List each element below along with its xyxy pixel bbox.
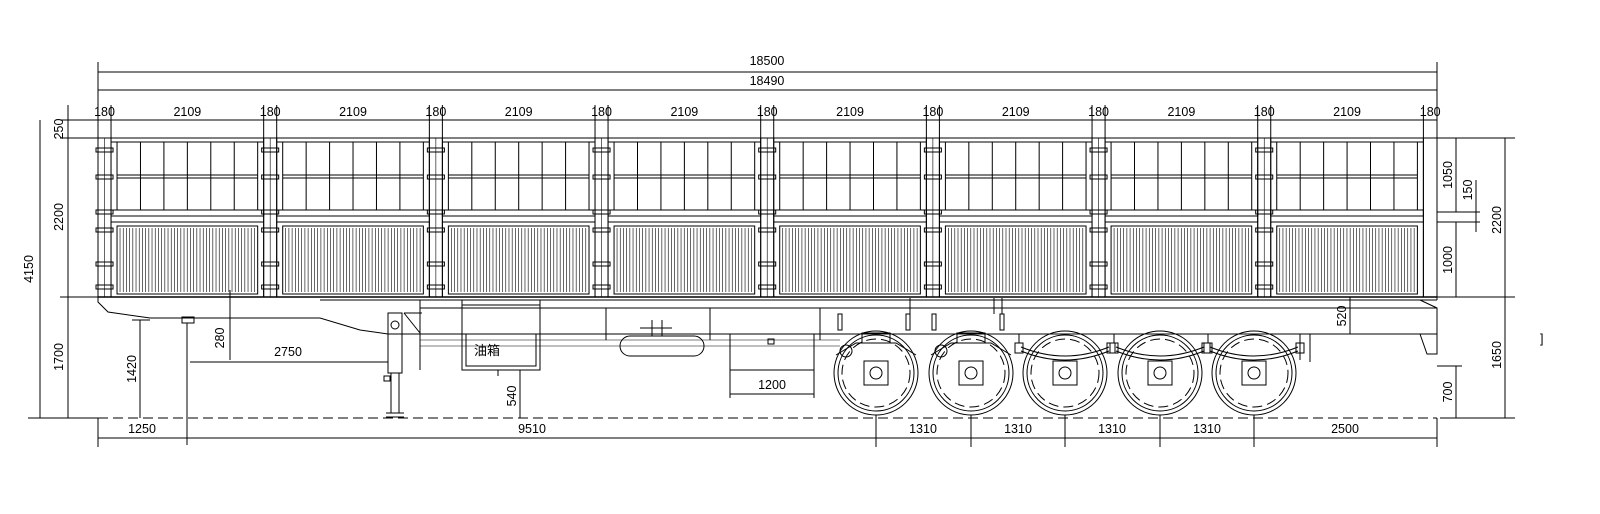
post-width-label: 180 — [757, 105, 778, 119]
wheel — [928, 330, 1014, 447]
wheel-set — [833, 330, 1305, 447]
body-height-right-label: 2200 — [1490, 206, 1504, 234]
fuel-tank: 油箱 — [461, 299, 541, 376]
post-width-label: 180 — [1420, 105, 1441, 119]
rear-bumper — [1419, 299, 1438, 355]
lower-panel-height-label: 1000 — [1441, 246, 1455, 274]
chassis-depth-label: 520 — [1335, 306, 1349, 327]
landing-leg-upper — [387, 312, 403, 374]
fence-post — [923, 137, 942, 298]
post-width-label: 180 — [922, 105, 943, 119]
fence-panels — [110, 137, 1424, 298]
toolbox-latch — [767, 338, 775, 345]
landing-leg-lower — [390, 372, 400, 414]
fuel-tank-frame — [461, 299, 541, 371]
upper-grid-height-label: 1050 — [1441, 161, 1455, 189]
post-width-label: 180 — [1254, 105, 1275, 119]
deck-height-label: 1650 — [1490, 341, 1504, 369]
wheel — [1203, 330, 1305, 447]
fence-post — [758, 137, 777, 298]
axle-spacing-label-1: 1310 — [909, 422, 937, 436]
post-width-label: 180 — [260, 105, 281, 119]
fence-post — [1255, 137, 1274, 298]
post-width-label: 180 — [94, 105, 115, 119]
left-dimensions: 4150 250 2200 1700 1420 280 2750 540 120… — [22, 105, 815, 419]
panel-width-label: 2109 — [505, 105, 533, 119]
edge-mark: ] — [1540, 332, 1543, 346]
fence-post — [426, 137, 445, 298]
toolbox-body — [729, 333, 815, 371]
panel-dimension-labels: 180 2109 180 2109 180 2109 180 2109 180 2109 180 21… — [94, 105, 1441, 119]
fence-panel — [110, 137, 265, 298]
fence-panel — [938, 137, 1093, 298]
panel-width-label: 2109 — [836, 105, 864, 119]
fence-post — [1089, 137, 1108, 298]
overall-length-label: 18500 — [750, 54, 785, 68]
panel-width-label: 2109 — [670, 105, 698, 119]
fence-post — [261, 137, 280, 298]
panel-width-label: 2109 — [1333, 105, 1361, 119]
fence-post — [95, 137, 114, 298]
fence-panel — [276, 137, 430, 298]
wheel — [1014, 330, 1116, 447]
gooseneck-profile — [97, 297, 389, 335]
wheel — [1109, 330, 1211, 447]
toolbox-width-label: 1200 — [758, 378, 786, 392]
panel-width-label: 2109 — [1167, 105, 1195, 119]
body-height-label: 2200 — [52, 203, 66, 231]
axle-hangers — [837, 298, 1005, 331]
kingpin-height-label: 1420 — [125, 355, 139, 383]
lower-height-label: 1700 — [52, 343, 66, 371]
fence-panel — [607, 137, 762, 298]
fence-panel — [773, 137, 927, 298]
fence-panel — [441, 137, 596, 298]
overall-height-label: 4150 — [22, 255, 36, 283]
fence-post — [1422, 137, 1438, 298]
panel-width-label: 2109 — [339, 105, 367, 119]
right-dimensions: 1050 150 1000 2200 520 1650 700 ] — [1335, 137, 1543, 419]
bottom-dimensions: 1250 9510 1310 1310 1310 1310 2500 — [97, 418, 1438, 447]
landing-gear — [383, 312, 422, 418]
rear-overhang-label: 2500 — [1331, 422, 1359, 436]
gooseneck-length-label: 2750 — [274, 345, 302, 359]
front-overhang-label: 1250 — [128, 422, 156, 436]
kingpin-to-axle-label: 9510 — [518, 422, 546, 436]
gooseneck-drop-label: 280 — [213, 328, 227, 349]
panel-width-label: 2109 — [173, 105, 201, 119]
mid-rail-height-label: 150 — [1461, 180, 1475, 201]
post-width-label: 180 — [591, 105, 612, 119]
axle-spacing-label-3: 1310 — [1098, 422, 1126, 436]
top-dimensions: 18500 18490 180 2109 180 2109 180 2109 180 2109… — [94, 54, 1441, 300]
fence-panel — [1270, 137, 1424, 298]
panel-width-label: 2109 — [1002, 105, 1030, 119]
spare-tire-carrier — [619, 320, 705, 357]
chassis — [97, 297, 1438, 445]
toolbox — [729, 333, 815, 371]
fence-post — [592, 137, 611, 298]
kingpin-plate — [181, 316, 195, 324]
inner-length-label: 18490 — [750, 74, 785, 88]
fence-posts — [95, 137, 1438, 298]
fence-panel — [1104, 137, 1259, 298]
cargo-body — [95, 137, 1438, 298]
panel-dimension-ticks — [97, 105, 1438, 138]
post-width-label: 180 — [425, 105, 446, 119]
post-width-label: 180 — [1088, 105, 1109, 119]
top-rail-height-label: 250 — [52, 119, 66, 140]
wheel — [833, 330, 919, 447]
axle-spacing-label-4: 1310 — [1193, 422, 1221, 436]
rear-bumper-height-label: 700 — [1441, 382, 1455, 403]
tank-clearance-label: 540 — [505, 386, 519, 407]
fuel-tank-label: 油箱 — [474, 343, 500, 359]
axle-spacing-label-2: 1310 — [1004, 422, 1032, 436]
